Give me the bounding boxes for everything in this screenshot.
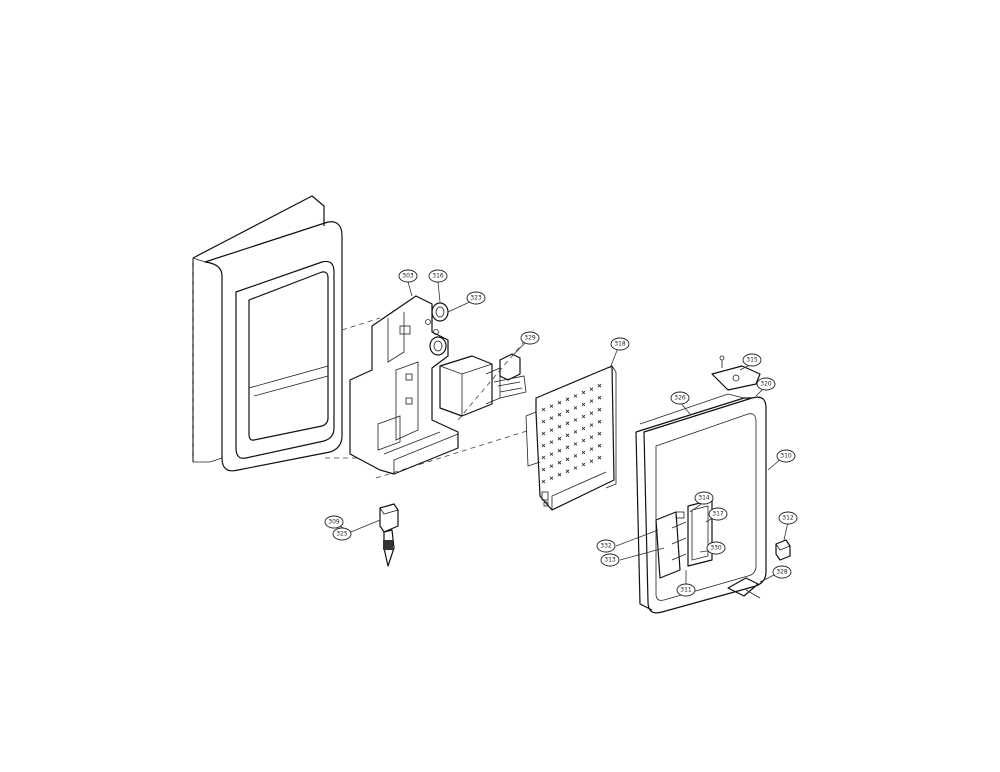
callout-c17: 328 — [772, 565, 792, 579]
actuator-lever — [379, 503, 399, 567]
callout-c9: 310 — [776, 449, 796, 463]
callout-label: 329 — [524, 335, 536, 342]
callout-label: 303 — [402, 273, 414, 280]
callout-label: 317 — [712, 511, 724, 518]
callout-c4: 329 — [520, 331, 540, 345]
callout-c11: 317 — [708, 507, 728, 521]
callout-c15: 311 — [676, 583, 696, 597]
callout-label: 312 — [782, 515, 794, 522]
callout-c6: 315 — [742, 353, 762, 367]
callout-c5: 318 — [610, 337, 630, 351]
callout-c12: 332 — [596, 539, 616, 553]
callout-label: 314 — [698, 495, 710, 502]
callout-label: 323 — [470, 295, 482, 302]
assembly-line — [375, 429, 531, 479]
callout-c8: 326 — [670, 391, 690, 405]
assembly-line — [341, 317, 381, 331]
callout-label: 332 — [600, 543, 612, 550]
assembly-line — [457, 329, 535, 421]
dispenser-bracket — [349, 295, 459, 475]
perforation-grid — [541, 383, 602, 484]
callout-label: 325 — [336, 531, 348, 538]
callout-label: 313 — [604, 557, 616, 564]
door-cover-panel — [635, 355, 791, 614]
callout-c18: 325 — [332, 527, 352, 541]
callout-c3: 323 — [466, 291, 486, 305]
callout-c7: 320 — [756, 377, 776, 391]
callout-c16: 312 — [778, 511, 798, 525]
dispenser-frame-panel — [192, 195, 343, 472]
callout-label: 315 — [746, 357, 758, 364]
callout-c19: 309 — [324, 515, 344, 529]
callout-c14: 330 — [706, 541, 726, 555]
callout-c13: 313 — [600, 553, 620, 567]
callout-labels: 303 316 323 329 318 315 320 326 310 314 317 332 313 3… — [324, 269, 798, 597]
switch-block — [439, 353, 527, 417]
callout-c1: 303 — [398, 269, 418, 283]
callout-label: 318 — [614, 341, 626, 348]
callout-label: 309 — [328, 519, 340, 526]
cap-parts — [425, 302, 449, 356]
callout-c2: 316 — [428, 269, 448, 283]
callout-label: 320 — [760, 381, 772, 388]
callout-label: 330 — [710, 545, 722, 552]
callout-label: 326 — [674, 395, 686, 402]
leader-lines — [333, 281, 789, 586]
callout-label: 310 — [780, 453, 792, 460]
callout-label: 316 — [432, 273, 444, 280]
callout-c10: 314 — [694, 491, 714, 505]
callout-label: 328 — [776, 569, 788, 576]
perforated-cover — [525, 365, 617, 511]
callout-label: 311 — [680, 587, 692, 594]
